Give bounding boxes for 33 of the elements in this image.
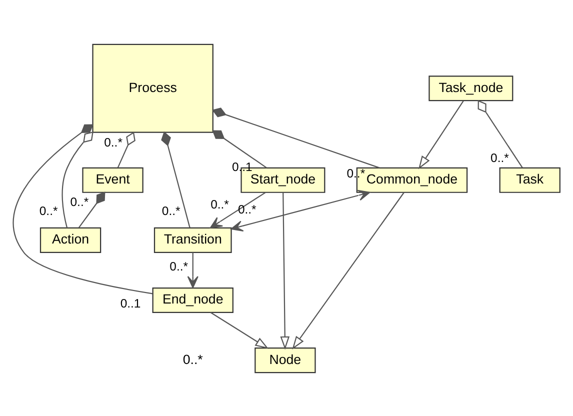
- arrow: [230, 189, 370, 231]
- arrow: [418, 100, 464, 169]
- connector: [12, 124, 153, 294]
- edge-label: 0..*: [70, 194, 89, 209]
- connector: [212, 130, 267, 168]
- node-box: Task_node: [428, 75, 514, 101]
- edge-label: 0..1: [120, 296, 141, 310]
- node-box: Node: [254, 347, 316, 373]
- arrow: [280, 192, 290, 350]
- connector: [161, 130, 190, 228]
- arrow: [210, 191, 266, 228]
- node-box: End_node: [152, 286, 234, 313]
- arrow: [210, 312, 269, 348]
- connector: [478, 100, 523, 168]
- node-box: Action: [40, 226, 102, 252]
- connector: [78, 191, 106, 228]
- node-box: Task: [499, 166, 560, 192]
- node-box: Transition: [154, 226, 232, 252]
- edge-label: 0..*: [104, 135, 122, 150]
- node-box: Process: [92, 43, 214, 132]
- arrow: [292, 192, 404, 349]
- edge-label: 0..*: [238, 202, 256, 216]
- arrow: [187, 252, 198, 288]
- connector: [117, 131, 136, 168]
- edge-label: 0..*: [162, 204, 180, 218]
- edge-label: 0..*: [39, 204, 58, 218]
- label: 0..*: [182, 351, 203, 366]
- edge-label: 0..*: [210, 196, 229, 211]
- edge-label: 0..*: [490, 150, 509, 164]
- edge-label: 0..*: [170, 259, 188, 274]
- connector: [62, 130, 94, 228]
- node-box: Event: [82, 166, 144, 192]
- connector: [212, 107, 380, 168]
